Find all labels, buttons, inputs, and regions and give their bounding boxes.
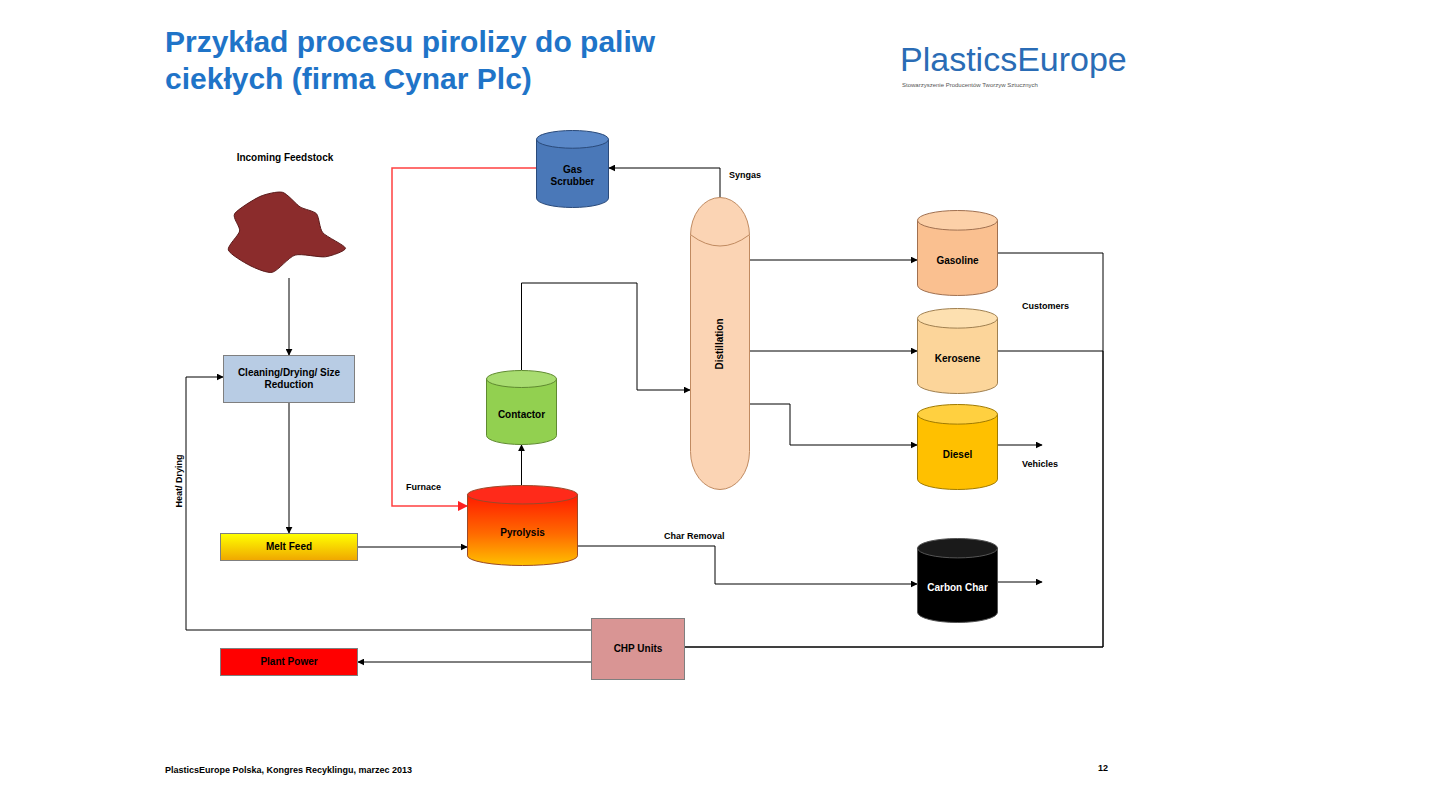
logo-subtitle: Stowarzyszenie Producentów Tworzyw Sztuc… [902, 82, 1038, 88]
cylinder-top [918, 211, 998, 231]
cylinder-body [918, 318, 998, 393]
cylinder-top [537, 131, 609, 149]
connector-label: Heat/ Drying [174, 452, 184, 509]
footer-note: PlasticsEurope Polska, Kongres Recykling… [165, 765, 412, 775]
cylinder-top [918, 405, 998, 425]
cylinder-top [487, 371, 557, 388]
flow-connector [750, 351, 917, 352]
node-label: Cleaning/Drying/ Size Reduction [229, 367, 349, 391]
node-label: Gasoline [936, 255, 978, 267]
cylinder-body [537, 139, 609, 207]
cylinder-body [918, 414, 998, 489]
reactor-cylinder: Pyrolysis [467, 485, 578, 566]
cylinder-body [918, 548, 998, 622]
node-label: Plant Power [260, 656, 317, 668]
char-output-arrow [998, 582, 1042, 583]
flow-connector [750, 260, 917, 261]
flow-connector [750, 404, 917, 445]
slide-title: Przykład procesu pirolizy do paliw ciekł… [165, 24, 765, 97]
column-body [691, 198, 750, 490]
flow-connector [289, 278, 290, 355]
flow-connector [186, 377, 591, 630]
output-box: Plant Power [220, 648, 358, 676]
tank-cylinder-outline [917, 210, 998, 296]
node-label: Gas Scrubber [542, 164, 603, 188]
distillation-column: Distillation [690, 197, 750, 490]
feedstock-blob-outline [222, 152, 348, 278]
flow-label: Vehicles [1022, 459, 1058, 469]
cylinder-top [468, 486, 578, 504]
node-label: Incoming Feedstock [237, 152, 334, 164]
feedstock-shape [228, 192, 345, 272]
node-label: Pyrolysis [500, 527, 544, 539]
tank-cylinder: Diesel [917, 404, 998, 490]
cylinder-body [487, 379, 557, 445]
node-label: Diesel [943, 449, 972, 461]
node-label: Distillation [714, 318, 726, 369]
connector-label: Char Removal [662, 531, 727, 541]
page-number: 12 [1098, 763, 1108, 773]
connector-label: Syngas [727, 170, 763, 180]
vessel-cylinder-outline [486, 370, 557, 445]
cylinder-top [918, 539, 998, 558]
vessel-cylinder: Gas Scrubber [536, 130, 609, 208]
tank-cylinder: Kerosene [917, 308, 998, 394]
feedstock-blob: Incoming Feedstock [222, 152, 348, 278]
tank-cylinder-outline [917, 308, 998, 394]
reactor-cylinder-outline [467, 485, 578, 566]
connector-label: Furnace [404, 482, 443, 492]
tank-cylinder: Carbon Char [917, 538, 998, 623]
flow-connector [289, 403, 290, 533]
column-cap-line [691, 235, 749, 246]
cylinder-top [918, 309, 998, 329]
node-label: Contactor [498, 409, 545, 421]
logo-text: PlasticsEurope [900, 40, 1127, 79]
cylinder-body [918, 220, 998, 295]
process-box: Cleaning/Drying/ Size Reduction [223, 355, 355, 403]
process-box: Melt Feed [220, 533, 358, 561]
flow-label: Customers [1022, 301, 1069, 311]
flow-connector [392, 168, 536, 506]
vessel-cylinder: Contactor [486, 370, 557, 445]
node-label: Melt Feed [266, 541, 312, 553]
process-box: CHP Units [591, 618, 685, 680]
tank-cylinder-outline [917, 538, 998, 623]
node-label: CHP Units [614, 643, 663, 655]
tank-cylinder-outline [917, 404, 998, 490]
flow-connector [578, 546, 917, 584]
flow-connector [358, 547, 467, 548]
cylinder-body [468, 495, 578, 566]
node-label: Carbon Char [927, 582, 988, 594]
flow-connector [358, 662, 591, 663]
tank-cylinder: Gasoline [917, 210, 998, 296]
flow-connector [609, 168, 720, 197]
flow-connector [521, 445, 522, 485]
node-label: Kerosene [935, 353, 981, 365]
vehicles-arrow [998, 445, 1042, 446]
